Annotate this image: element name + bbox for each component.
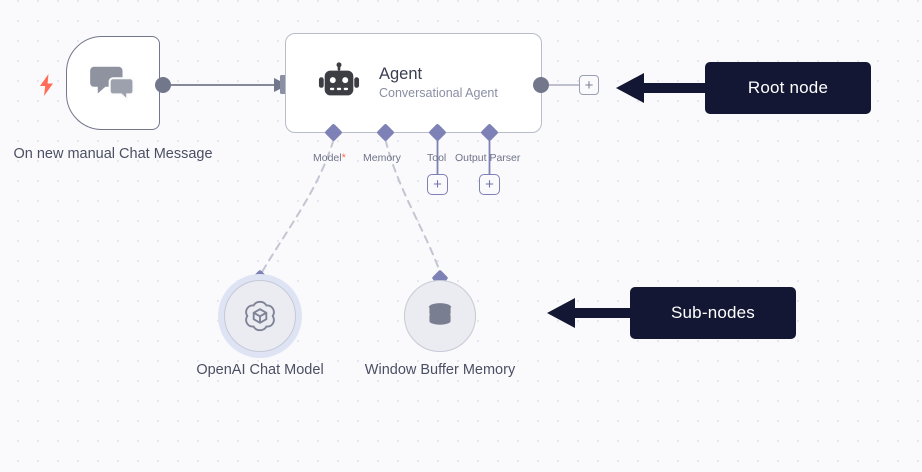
connector-label-output-parser: Output Parser	[455, 152, 521, 164]
add-tool-button[interactable]: +	[427, 174, 448, 195]
agent-title: Agent	[379, 65, 423, 83]
connector-label-tool: Tool	[427, 152, 447, 164]
chat-bubbles-icon	[90, 66, 135, 103]
annotation-sub-nodes: Sub-nodes	[630, 287, 796, 339]
agent-input-port[interactable]	[280, 75, 289, 94]
agent-output-port[interactable]	[533, 77, 549, 93]
agent-subtitle: Conversational Agent	[379, 86, 498, 100]
subnode-openai-chat-model[interactable]	[224, 280, 296, 352]
required-asterisk: *	[341, 152, 346, 164]
agent-node[interactable]: Agent Conversational Agent	[285, 33, 542, 133]
subnode-label-window-buffer-memory: Window Buffer Memory	[364, 362, 516, 378]
trigger-node[interactable]	[66, 36, 160, 130]
annotation-arrow-root-node	[616, 73, 712, 103]
annotation-arrow-sub-nodes	[547, 298, 637, 328]
openai-logo-icon	[245, 300, 275, 332]
agent-text-block: Agent Conversational Agent	[379, 64, 498, 102]
connector-label-model: Model*	[313, 152, 346, 165]
database-icon	[427, 303, 453, 327]
add-node-button[interactable]: +	[579, 75, 599, 95]
connector-label-model-text: Model	[313, 152, 342, 164]
connector-label-memory: Memory	[363, 152, 401, 164]
subnode-label-openai-chat-model: OpenAI Chat Model	[196, 362, 324, 378]
robot-icon	[318, 62, 360, 96]
add-output-parser-button[interactable]: +	[479, 174, 500, 195]
lightning-bolt-icon	[40, 74, 53, 96]
annotation-root-node: Root node	[705, 62, 871, 114]
subnode-window-buffer-memory[interactable]	[404, 280, 476, 352]
trigger-output-port[interactable]	[155, 77, 171, 93]
edge-trigger-to-agent	[170, 78, 288, 92]
trigger-node-label: On new manual Chat Message	[13, 146, 213, 162]
